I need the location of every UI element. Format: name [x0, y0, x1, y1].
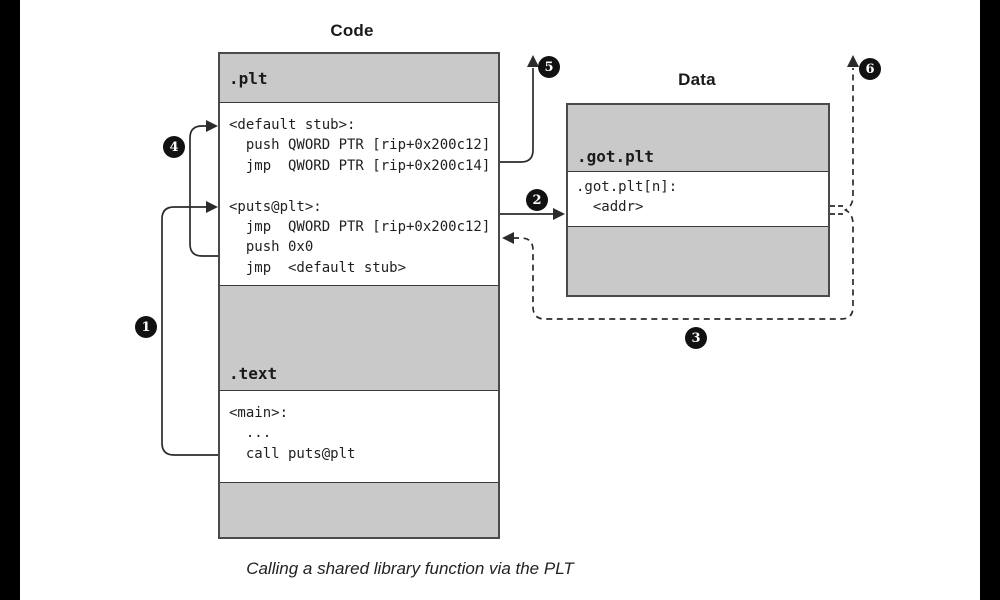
- arrowhead-puts-plt: [206, 201, 218, 213]
- code-box-filler-section: [220, 482, 498, 537]
- arrow-jmp-to-default-stub: [189, 125, 218, 257]
- plt-section-label: .plt: [229, 68, 268, 88]
- plt-code-line: jmp QWORD PTR [rip+0x200c12]: [229, 218, 491, 235]
- main-code-line: ...: [229, 425, 272, 442]
- step-marker-3: 3: [685, 327, 707, 349]
- plt-code-line: jmp <default stub>: [229, 259, 407, 276]
- plt-code-line: <puts@plt>:: [229, 198, 322, 215]
- plt-code-section: <default stub>: push QWORD PTR [rip+0x20…: [220, 102, 498, 285]
- arrow-call-to-plt: [161, 206, 218, 456]
- arrowhead-return-to-plt: [502, 232, 514, 244]
- step-marker-1: 1: [135, 316, 157, 338]
- plt-code-line: jmp QWORD PTR [rip+0x200c14]: [229, 157, 491, 174]
- right-letterbox-bar: [980, 0, 1000, 600]
- text-section-header: .text: [220, 285, 498, 390]
- main-code-line: call puts@plt: [229, 445, 356, 462]
- got-plt-section-label: .got.plt: [577, 147, 655, 166]
- arrowhead-default-stub: [206, 120, 218, 132]
- code-column-title: Code: [330, 21, 374, 40]
- text-section-label: .text: [229, 364, 278, 383]
- got-plt-entry-section: .got.plt[n]: <addr>: [568, 171, 828, 226]
- main-code-line: <main>:: [229, 405, 289, 421]
- arrow-to-dynamic-linker: [500, 68, 534, 163]
- data-box-filler-section: [568, 226, 828, 295]
- code-memory-box: .plt <default stub>: push QWORD PTR [rip…: [218, 52, 500, 539]
- left-letterbox-bar: [0, 0, 20, 600]
- data-memory-box: .got.plt .got.plt[n]: <addr>: [566, 103, 830, 297]
- plt-code-line: push QWORD PTR [rip+0x200c12]: [229, 137, 491, 154]
- got-entry-line: <addr>: [576, 199, 644, 215]
- arrowhead-shared-lib: [847, 55, 859, 67]
- data-column-title: Data: [678, 70, 716, 89]
- got-plt-section-header: .got.plt: [568, 105, 828, 171]
- arrowhead-got-entry: [553, 208, 565, 220]
- figure-caption: Calling a shared library function via th…: [246, 559, 574, 578]
- got-entry-line: .got.plt[n]:: [576, 179, 678, 195]
- main-code-section: <main>: ... call puts@plt: [220, 390, 498, 482]
- plt-section-header: .plt: [220, 54, 498, 102]
- step-marker-6: 6: [859, 58, 881, 80]
- got-slot-connector-ticks: [830, 205, 843, 215]
- plt-code-line: push 0x0: [229, 239, 314, 256]
- step-marker-5: 5: [538, 56, 560, 78]
- step-marker-4: 4: [163, 136, 185, 158]
- plt-code-line: [229, 176, 498, 196]
- plt-code-line: <default stub>:: [229, 117, 356, 133]
- step-marker-2: 2: [526, 189, 548, 211]
